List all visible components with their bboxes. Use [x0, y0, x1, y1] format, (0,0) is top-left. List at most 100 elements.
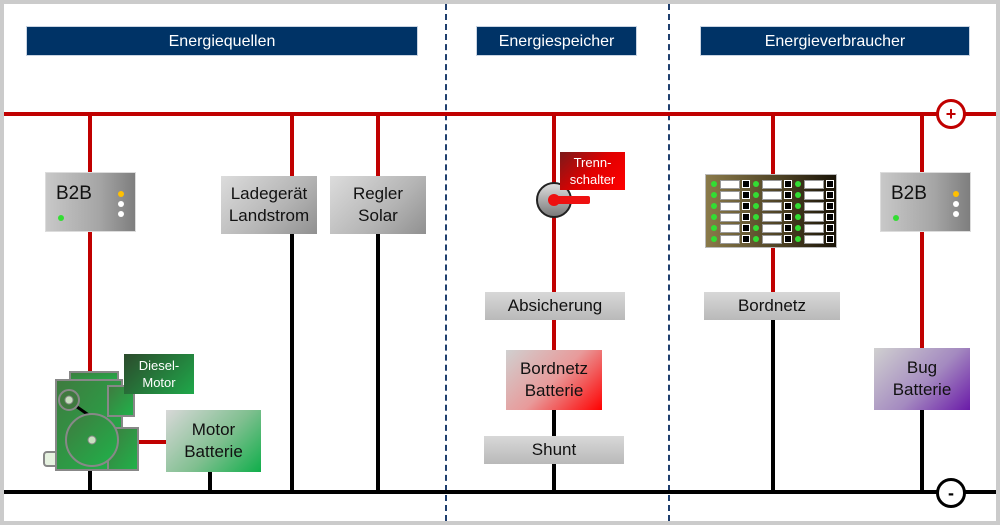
section-divider-1 — [445, 4, 447, 521]
wire — [920, 408, 924, 492]
positive-terminal-icon: + — [936, 99, 966, 129]
negative-bus — [4, 490, 996, 494]
panel-led-icon — [711, 203, 717, 209]
panel-switch-icon — [784, 213, 792, 221]
wire — [88, 459, 92, 492]
b2b-charger-right: B2B — [880, 172, 971, 232]
panel-switch-icon — [742, 180, 750, 188]
wire — [771, 246, 775, 292]
header-energy-sources: Energiequellen — [26, 26, 418, 56]
panel-switch-icon — [826, 202, 834, 210]
wire — [376, 114, 380, 176]
led-green-icon — [58, 215, 64, 221]
panel-switch-icon — [784, 235, 792, 243]
solar-label-line1: Regler — [352, 184, 404, 203]
bow-thruster-battery: Bug Batterie — [874, 348, 970, 410]
negative-terminal-label: - — [948, 482, 954, 503]
panel-led-icon — [795, 192, 801, 198]
panel-label-slot — [762, 224, 782, 233]
switch-label-line1: Trenn- — [573, 155, 612, 170]
wire — [136, 440, 166, 444]
diesel-engine-label: Diesel- Motor — [124, 354, 194, 394]
panel-led-icon — [711, 236, 717, 242]
led-white-icon — [118, 201, 124, 207]
panel-switch-icon — [742, 191, 750, 199]
panel-led-icon — [753, 214, 759, 220]
led-amber-icon — [953, 191, 959, 197]
panel-led-icon — [753, 192, 759, 198]
shore-power-charger: Ladegerät Landstrom — [221, 176, 317, 234]
panel-label-slot — [762, 202, 782, 211]
panel-led-icon — [753, 203, 759, 209]
panel-switch-icon — [826, 235, 834, 243]
led-amber-icon — [118, 191, 124, 197]
header-energy-storage: Energiespeicher — [476, 26, 637, 56]
panel-label-slot — [762, 213, 782, 222]
panel-led-icon — [795, 181, 801, 187]
wiring-diagram: Energiequellen Energiespeicher Energieve… — [4, 4, 996, 521]
panel-switch-icon — [742, 224, 750, 232]
wire — [920, 114, 924, 176]
panel-switch-icon — [826, 180, 834, 188]
panel-led-icon — [753, 225, 759, 231]
panel-led-icon — [711, 225, 717, 231]
wire — [552, 408, 556, 438]
panel-led-icon — [795, 214, 801, 220]
panel-switch-icon — [826, 191, 834, 199]
panel-led-icon — [795, 225, 801, 231]
panel-label-slot — [720, 180, 740, 189]
panel-led-icon — [795, 236, 801, 242]
led-white-icon — [118, 211, 124, 217]
charger-label-line2: Landstrom — [228, 206, 310, 225]
shunt-label: Shunt — [531, 440, 577, 459]
switch-label-line2: schalter — [569, 172, 616, 187]
panel-label-slot — [720, 202, 740, 211]
fuse-label: Absicherung — [507, 296, 603, 315]
motor-battery: Motor Batterie — [166, 410, 261, 472]
b2b-label: B2B — [56, 183, 92, 204]
wire — [552, 320, 556, 350]
panel-label-slot — [804, 191, 824, 200]
shunt: Shunt — [484, 436, 624, 464]
panel-switch-icon — [742, 235, 750, 243]
house-battery: Bordnetz Batterie — [506, 350, 602, 410]
disconnect-switch-icon — [536, 182, 590, 218]
wire — [88, 232, 92, 372]
charger-label-line1: Ladegerät — [230, 184, 308, 203]
disconnect-switch-label: Trenn- schalter — [560, 152, 625, 190]
negative-terminal-icon: - — [936, 478, 966, 508]
diesel-engine-icon — [43, 371, 139, 471]
panel-label-slot — [804, 180, 824, 189]
wire — [376, 232, 380, 492]
wire — [771, 320, 775, 492]
b2b-label: B2B — [891, 183, 927, 204]
led-white-icon — [953, 201, 959, 207]
panel-label-slot — [804, 235, 824, 244]
panel-label-slot — [720, 191, 740, 200]
panel-label-slot — [804, 224, 824, 233]
led-white-icon — [953, 211, 959, 217]
panel-label-slot — [804, 213, 824, 222]
panel-led-icon — [753, 181, 759, 187]
motor-battery-label-line2: Batterie — [184, 442, 243, 461]
led-green-icon — [893, 215, 899, 221]
house-battery-label-line2: Batterie — [524, 381, 584, 400]
solar-label-line2: Solar — [358, 206, 398, 225]
panel-led-icon — [711, 214, 717, 220]
wire — [771, 114, 775, 174]
panel-label-slot — [762, 191, 782, 200]
panel-switch-icon — [742, 213, 750, 221]
panel-label-slot — [762, 235, 782, 244]
panel-label-slot — [720, 213, 740, 222]
panel-label-slot — [720, 224, 740, 233]
panel-switch-icon — [784, 191, 792, 199]
panel-switch-icon — [784, 224, 792, 232]
panel-label-slot — [720, 235, 740, 244]
panel-switch-icon — [826, 224, 834, 232]
wire — [552, 464, 556, 492]
wire — [920, 232, 924, 350]
bow-battery-label-line2: Batterie — [892, 380, 952, 399]
panel-led-icon — [711, 192, 717, 198]
panel-label-slot — [762, 180, 782, 189]
b2b-charger-left: B2B — [45, 172, 136, 232]
